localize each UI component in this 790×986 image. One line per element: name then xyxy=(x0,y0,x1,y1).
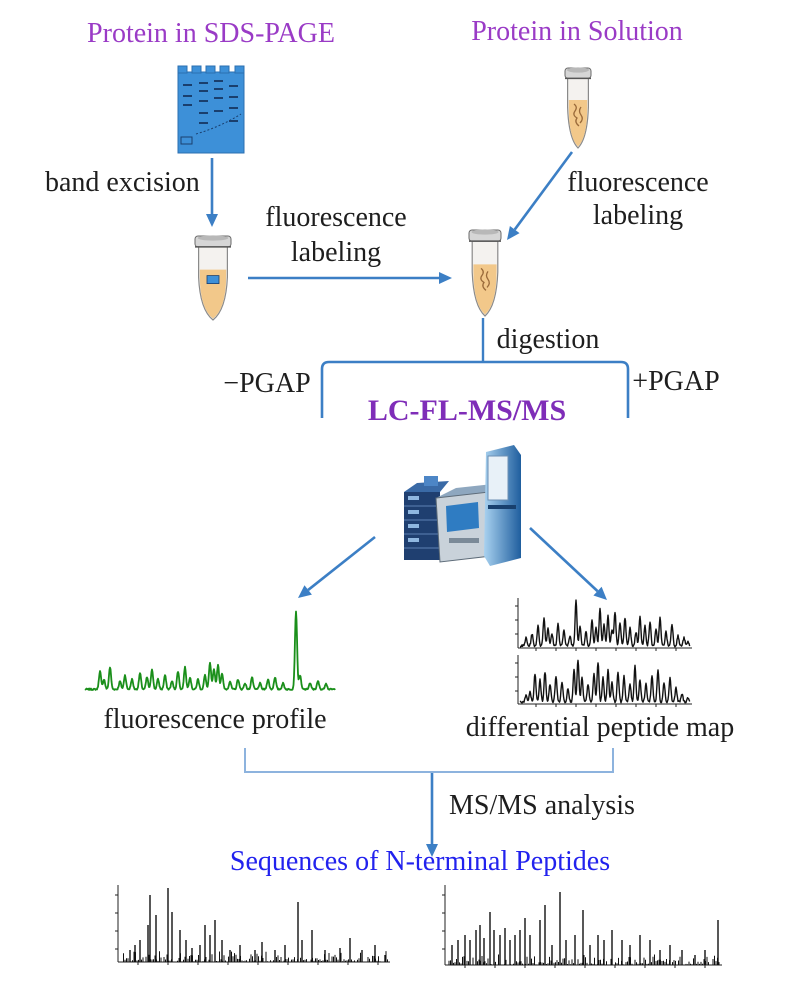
lc-ms-instrument-icon xyxy=(404,445,521,566)
arrow-head xyxy=(593,586,607,600)
peptide-map-chromatogram-bottom xyxy=(515,655,692,707)
tube-liquid xyxy=(199,269,227,319)
peptide-map-chromatogram-top xyxy=(515,598,692,651)
arrow-head xyxy=(507,225,520,240)
arrow-head xyxy=(298,585,312,598)
protein-squiggle-icon xyxy=(480,267,490,291)
minus-pgap-label: −PGAP xyxy=(223,368,311,399)
labeling-left-line2: labeling xyxy=(290,237,382,268)
gel-band xyxy=(229,96,238,98)
protein-squiggle-icon xyxy=(573,103,583,127)
profile-arrow xyxy=(298,535,376,598)
gel-comb-tooth xyxy=(177,65,188,74)
gel-band xyxy=(214,80,223,82)
peptide-map-trace xyxy=(519,599,691,648)
lc-module-panel xyxy=(408,538,419,542)
labeled-protein-tube-icon xyxy=(468,229,502,317)
gel-comb-tooth xyxy=(219,65,230,74)
ms-display-panel xyxy=(446,502,479,532)
gel-band xyxy=(199,90,208,92)
gel-band xyxy=(183,84,192,86)
gel-band xyxy=(199,100,208,102)
excised-band-box xyxy=(180,136,193,145)
gel-band xyxy=(214,88,223,90)
tube-cap-top xyxy=(471,229,499,235)
sequences-title: Sequences of N-terminal Peptides xyxy=(229,846,611,877)
gel-band xyxy=(214,97,223,99)
digestion-label: digestion xyxy=(496,324,600,355)
ms-tower-stripe xyxy=(488,505,516,509)
solution-title: Protein in Solution xyxy=(471,16,683,47)
fluorescence-trace xyxy=(84,610,336,691)
sds-page-gel-icon xyxy=(177,65,245,154)
gel-comb-tooth xyxy=(191,65,202,74)
peptide-map-label: differential peptide map xyxy=(465,712,735,743)
gel-piece-icon xyxy=(206,275,220,285)
arrow-head xyxy=(426,844,438,857)
lc-module-panel xyxy=(408,524,419,528)
msms-arrow xyxy=(426,772,438,857)
labeling-left-line1: fluorescence xyxy=(265,202,407,233)
arrow-head xyxy=(206,214,218,227)
arrow-shaft xyxy=(529,527,599,593)
labeling-arrow-left xyxy=(248,272,452,284)
tube-cap-top xyxy=(566,67,590,73)
labeling-right-line2: labeling xyxy=(592,200,684,231)
ms-ms-spectrum-right xyxy=(442,885,722,968)
ms-vent xyxy=(449,538,479,543)
spectrum-baseline-noise xyxy=(448,954,720,965)
peptide-map-arrow xyxy=(529,527,607,600)
excision-cut-line xyxy=(195,113,242,135)
sds-page-title: Protein in SDS-PAGE xyxy=(87,18,335,49)
plus-pgap-label: +PGAP xyxy=(632,366,720,397)
tube-liquid xyxy=(568,100,588,147)
gel-band xyxy=(199,122,208,124)
gel-band xyxy=(229,107,238,109)
gel-band-tube-icon xyxy=(194,235,232,321)
labeling-right-line1: fluorescence xyxy=(567,167,709,198)
gel-band xyxy=(183,95,192,97)
ms-tower-window xyxy=(487,455,509,501)
gel-band xyxy=(229,120,238,122)
lc-autosampler xyxy=(424,476,438,486)
arrow-shaft xyxy=(513,151,574,231)
fluorescence-chromatogram-icon xyxy=(84,610,336,691)
arrow-shaft xyxy=(307,535,376,591)
gel-band xyxy=(183,104,192,106)
gel-band xyxy=(199,82,208,84)
msms-analysis-label: MS/MS analysis xyxy=(449,790,635,821)
fluorescence-profile-label: fluorescence profile xyxy=(103,704,327,735)
gel-band xyxy=(229,85,238,87)
method-label: LC-FL-MS/MS xyxy=(367,394,567,427)
labeling-arrow-right xyxy=(507,151,574,240)
solution-tube-icon xyxy=(564,67,592,149)
pgap-bracket xyxy=(320,360,630,418)
lc-module-panel xyxy=(408,510,419,514)
band-excision-arrow xyxy=(206,158,218,227)
merge-bracket xyxy=(244,748,614,773)
tube-cap-top xyxy=(197,235,229,241)
band-excision-label: band excision xyxy=(45,167,200,198)
ms-ms-spectrum-left xyxy=(115,885,390,965)
gel-comb-tooth xyxy=(205,65,216,74)
gel-comb-tooth xyxy=(234,65,245,74)
lc-module-panel xyxy=(408,496,419,500)
ms-box-top xyxy=(436,484,493,498)
peptide-map-trace xyxy=(519,659,691,704)
gel-band xyxy=(199,112,208,114)
arrow-head xyxy=(439,272,452,284)
gel-band xyxy=(214,110,223,112)
